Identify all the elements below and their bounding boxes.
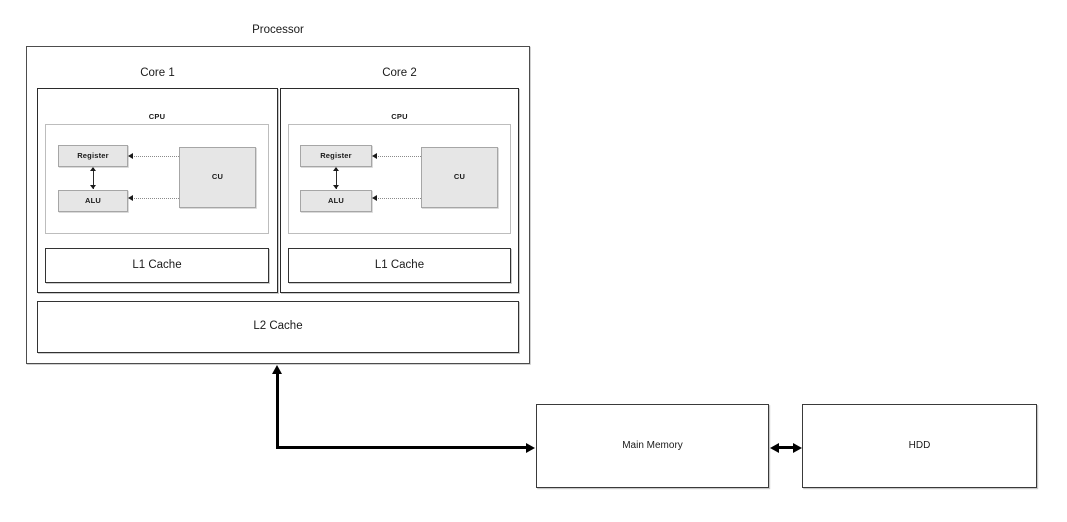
core-2-register-alu-arrowhead-down: [333, 185, 339, 189]
core-2-cu-register-connector: [378, 156, 421, 157]
core-1-cpu-label: CPU: [45, 111, 269, 121]
processor-memory-bus-vertical: [276, 374, 279, 449]
core-1-cu-alu-arrowhead: [128, 194, 133, 201]
core-1-label: Core 1: [37, 66, 278, 80]
core-1-cu-alu-connector: [134, 198, 179, 199]
core-2-cu-alu-connector: [378, 198, 421, 199]
core-2-cu-box: CU: [421, 147, 498, 208]
core-1-register-alu-connector: [93, 168, 94, 189]
memory-hdd-bus-arrowhead-left: [770, 442, 779, 453]
processor-title-text: Processor: [252, 24, 304, 36]
l2-cache-label: L2 Cache: [253, 320, 303, 333]
core-1-cpu-label-text: CPU: [148, 111, 166, 121]
core-1-l1-cache-label: L1 Cache: [132, 258, 182, 271]
core-1-register-label: Register: [77, 150, 109, 160]
processor-title: Processor: [26, 23, 530, 37]
core-1-register-alu-arrowhead-down: [90, 185, 96, 189]
core-2-register-label: Register: [320, 150, 352, 160]
main-memory-box: Main Memory: [536, 404, 769, 488]
core-2-cpu-label-text: CPU: [391, 111, 408, 121]
processor-memory-bus-horizontal: [276, 446, 526, 449]
hdd-box: HDD: [802, 404, 1037, 488]
core-2-label: Core 2: [280, 66, 519, 80]
core-1-cu-register-arrowhead: [128, 152, 133, 159]
core-2-register-alu-connector: [336, 168, 337, 189]
hdd-label: HDD: [908, 440, 931, 452]
core-2-cu-label: CU: [453, 172, 466, 182]
core-1-l1-cache-box: L1 Cache: [45, 248, 269, 283]
core-1-alu-label: ALU: [84, 195, 101, 205]
core-2-alu-label: ALU: [327, 195, 344, 205]
core-1-alu-box: ALU: [58, 190, 128, 212]
core-2-register-box: Register: [300, 145, 372, 167]
processor-memory-bus-arrowhead-up: [272, 365, 282, 374]
core-2-l1-cache-box: L1 Cache: [288, 248, 511, 283]
l2-cache-box: L2 Cache: [37, 301, 519, 353]
processor-memory-bus-arrowhead-right: [526, 442, 535, 453]
core-1-register-box: Register: [58, 145, 128, 167]
core-1-cu-register-connector: [134, 156, 179, 157]
core-2-label-text: Core 2: [382, 67, 417, 79]
core-2-l1-cache-label: L1 Cache: [374, 258, 425, 271]
core-2-cpu-label: CPU: [288, 111, 511, 121]
core-1-register-alu-arrowhead-up: [90, 167, 96, 171]
core-2-cu-register-arrowhead: [372, 152, 377, 159]
core-2-register-alu-arrowhead-up: [333, 167, 339, 171]
memory-hdd-bus-line: [778, 446, 794, 449]
core-1-cu-box: CU: [179, 147, 256, 208]
core-2-alu-box: ALU: [300, 190, 372, 212]
core-1-label-text: Core 1: [140, 67, 175, 79]
core-2-cu-alu-arrowhead: [372, 194, 377, 201]
main-memory-label: Main Memory: [622, 440, 683, 452]
core-1-cu-label: CU: [211, 172, 224, 182]
memory-hdd-bus-arrowhead-right: [793, 442, 802, 453]
